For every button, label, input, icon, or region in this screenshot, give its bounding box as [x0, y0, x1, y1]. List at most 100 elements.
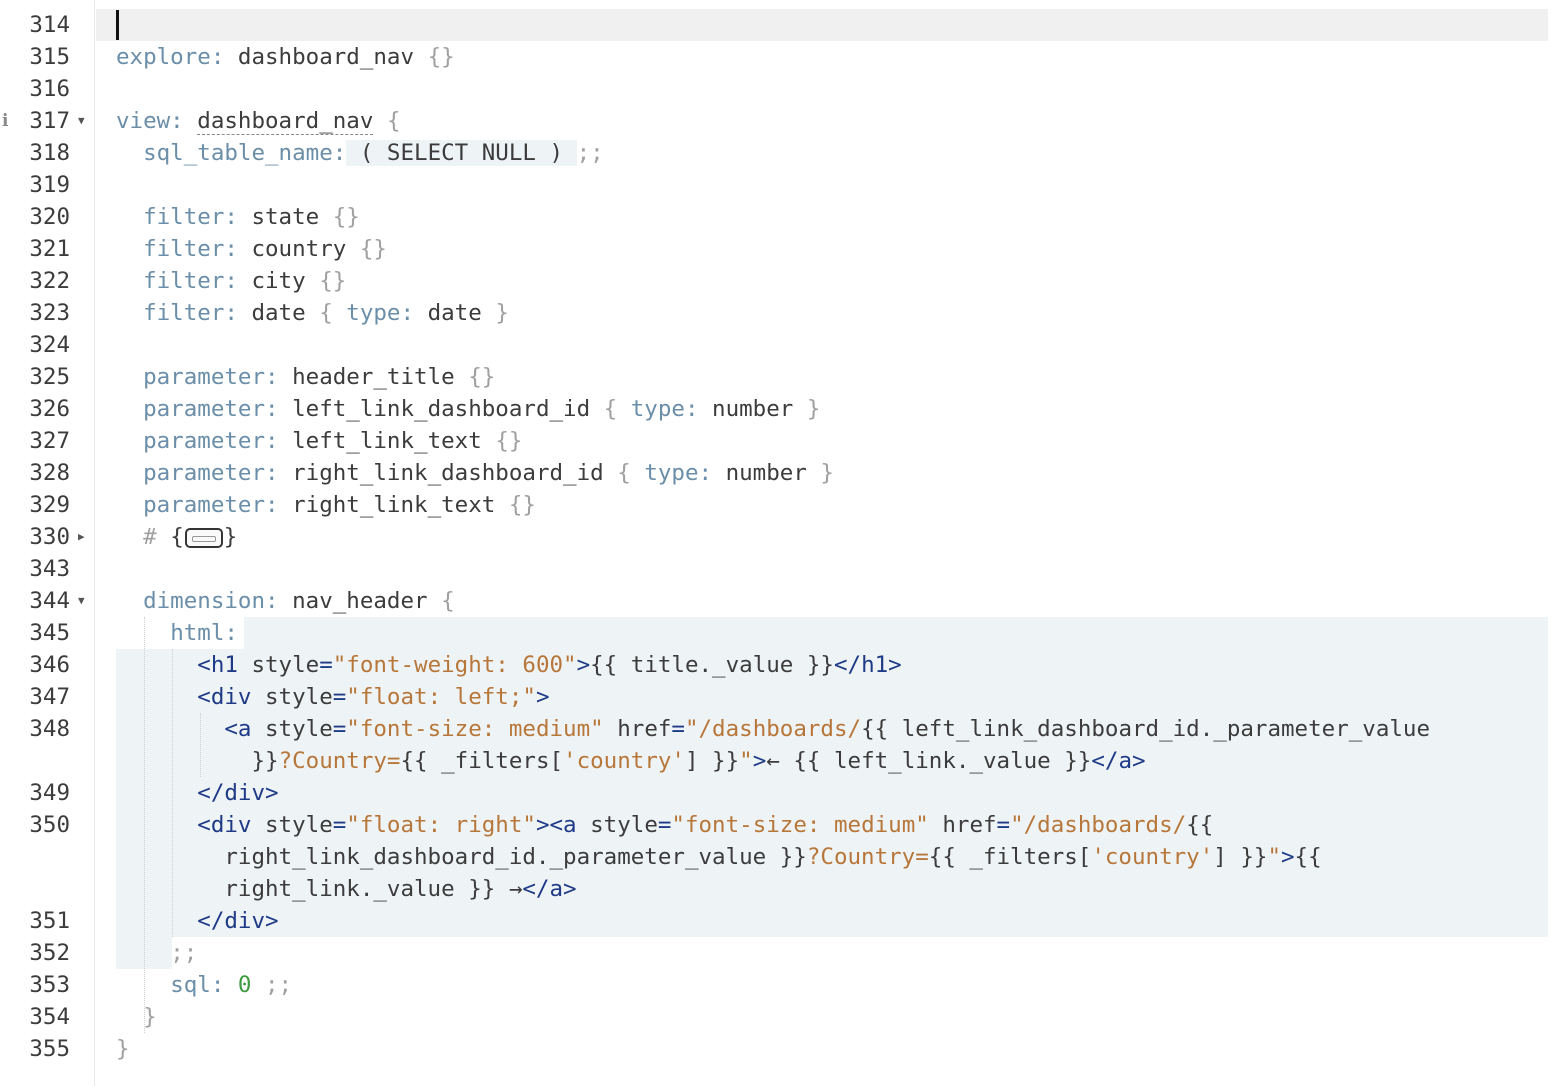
- line-number: 318: [29, 140, 70, 166]
- fold-expanded-icon[interactable]: ▼: [78, 114, 85, 127]
- html-block-highlight: [116, 649, 1548, 937]
- code-line[interactable]: </div>: [116, 905, 278, 937]
- code-line[interactable]: <a style="font-size: medium" href="/dash…: [116, 713, 1430, 745]
- code-token: >: [535, 684, 550, 710]
- fold-expanded-icon[interactable]: ▼: [78, 594, 85, 607]
- code-line[interactable]: </div>: [116, 777, 278, 809]
- code-token: ?Country=: [806, 844, 929, 870]
- code-line[interactable]: parameter: left_link_dashboard_id { type…: [116, 393, 820, 425]
- code-token: {{ title._value }}: [590, 652, 834, 678]
- code-token: filter:: [143, 300, 238, 326]
- code-token: html:: [170, 620, 238, 646]
- code-line[interactable]: <div style="float: right"><a style="font…: [116, 809, 1213, 841]
- code-line[interactable]: filter: date { type: date }: [116, 297, 509, 329]
- code-line[interactable]: # {}: [116, 521, 237, 553]
- code-line[interactable]: html:: [116, 617, 238, 649]
- line-number: 344: [29, 588, 70, 614]
- code-token: {{ _filters[: [928, 844, 1092, 870]
- collapsed-code-placeholder-icon[interactable]: [184, 527, 223, 548]
- code-line[interactable]: }: [116, 1033, 130, 1065]
- code-token: >: [576, 652, 591, 678]
- code-token: =: [671, 716, 685, 742]
- code-token: [116, 396, 143, 422]
- code-token: [116, 908, 197, 934]
- code-token: nav_header: [278, 588, 442, 614]
- code-token: {}: [332, 204, 360, 230]
- line-number: 352: [29, 940, 70, 966]
- code-token: style: [251, 684, 333, 710]
- code-token: date: [414, 300, 496, 326]
- line-number: 347: [29, 684, 70, 710]
- fold-collapsed-icon[interactable]: ▶: [78, 530, 85, 543]
- code-token: <h1: [197, 652, 238, 678]
- code-line[interactable]: <h1 style="font-weight: 600">{{ title._v…: [116, 649, 902, 681]
- code-line[interactable]: sql_table_name: ( SELECT NULL ) ;;: [116, 137, 604, 169]
- code-line[interactable]: filter: country {}: [116, 233, 387, 265]
- line-number: 324: [29, 332, 70, 358]
- code-line[interactable]: filter: state {}: [116, 201, 360, 233]
- code-token: =: [319, 652, 333, 678]
- code-token: "float: right": [346, 812, 536, 838]
- line-number: 329: [29, 492, 70, 518]
- code-token: dashboard_nav: [224, 44, 428, 70]
- code-line[interactable]: filter: city {}: [116, 265, 346, 297]
- code-token: parameter:: [143, 460, 279, 486]
- line-number: 320: [29, 204, 70, 230]
- code-line[interactable]: right_link_dashboard_id._parameter_value…: [116, 841, 1321, 873]
- code-line[interactable]: explore: dashboard_nav {}: [116, 41, 455, 73]
- code-token: [116, 236, 143, 262]
- active-line-highlight: [96, 9, 1548, 41]
- code-token: }: [820, 460, 834, 486]
- code-token: type:: [630, 396, 699, 422]
- code-line[interactable]: right_link._value }} →</a>: [116, 873, 576, 905]
- code-token: {}: [359, 236, 387, 262]
- code-line[interactable]: parameter: right_link_dashboard_id { typ…: [116, 457, 834, 489]
- code-token: [116, 620, 170, 646]
- code-line[interactable]: sql: 0 ;;: [116, 969, 292, 1001]
- code-line[interactable]: }: [116, 1001, 157, 1033]
- code-line[interactable]: parameter: right_link_text {}: [116, 489, 536, 521]
- code-line[interactable]: }}?Country={{ _filters['country'] }}">← …: [116, 745, 1145, 777]
- code-token: =: [332, 684, 347, 710]
- code-token: view:: [116, 108, 184, 134]
- code-editor[interactable]: explore: dashboard_nav {} view: dashboard…: [96, 0, 1564, 1086]
- code-token: [116, 972, 170, 998]
- code-token: </h1>: [833, 652, 902, 678]
- code-token: "/dashboards/: [684, 716, 862, 742]
- code-token: {: [170, 524, 184, 550]
- code-token: [116, 140, 143, 166]
- code-token: =: [996, 812, 1011, 838]
- line-number: 355: [29, 1036, 70, 1062]
- code-token: [116, 300, 143, 326]
- code-line[interactable]: parameter: left_link_text {}: [116, 425, 522, 457]
- code-token: 0: [237, 972, 252, 998]
- code-token: }: [495, 300, 509, 326]
- code-token: [184, 108, 198, 134]
- info-icon[interactable]: i: [2, 111, 9, 131]
- code-token: dashboard_nav: [197, 108, 374, 135]
- code-line[interactable]: ;;: [116, 937, 197, 969]
- code-token: [116, 492, 143, 518]
- code-token: {: [617, 460, 645, 486]
- code-line[interactable]: <div style="float: left;">: [116, 681, 550, 713]
- code-token: }: [806, 396, 821, 422]
- code-token: left_link_dashboard_id: [278, 396, 604, 422]
- code-line[interactable]: view: dashboard_nav {: [116, 105, 400, 137]
- code-token: {}: [495, 428, 523, 454]
- code-token: ?Country=: [278, 748, 401, 774]
- code-token: filter:: [143, 268, 238, 294]
- code-token: [251, 972, 265, 998]
- code-line[interactable]: parameter: header_title {}: [116, 361, 495, 393]
- code-token: right_link_text: [278, 492, 509, 518]
- indent-guide: [200, 713, 201, 777]
- code-token: [116, 940, 170, 966]
- code-token: header_title: [278, 364, 469, 390]
- code-token: {: [441, 588, 455, 614]
- code-token: <a: [224, 716, 252, 742]
- code-token: [116, 524, 143, 550]
- code-line[interactable]: dimension: nav_header {: [116, 585, 455, 617]
- code-token: [116, 812, 197, 838]
- code-token: href: [928, 812, 997, 838]
- code-line[interactable]: [116, 9, 119, 41]
- code-token: style: [576, 812, 658, 838]
